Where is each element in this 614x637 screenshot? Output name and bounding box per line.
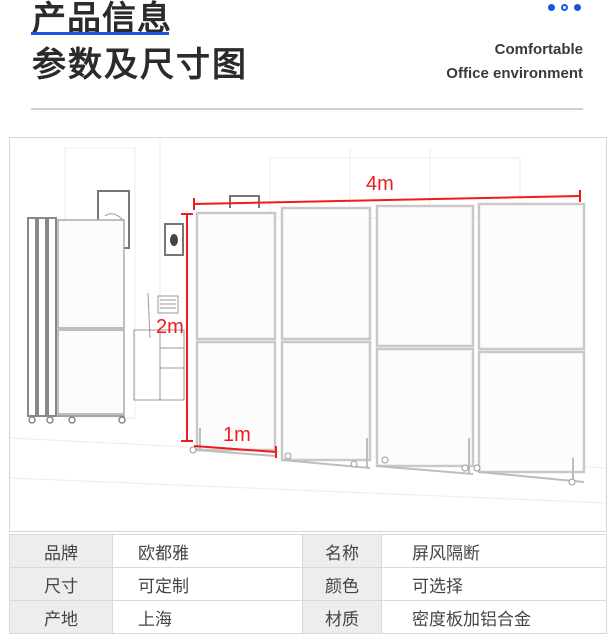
dot-icon [548,4,555,11]
spec-key-name: 名称 [302,534,382,568]
spec-key-color: 颜色 [302,567,382,601]
pager-dots [548,4,581,11]
header-divider [31,108,583,110]
section-title: 产品信息 [32,0,172,39]
tagline: Comfortable Office environment [446,38,583,86]
spec-value-color: 可选择 [381,567,607,601]
section-subtitle: 参数及尺寸图 [32,45,248,85]
tagline-line2: Office environment [446,65,583,82]
spec-key-brand: 品牌 [9,534,113,568]
title-underline [31,32,169,35]
spec-key-origin: 产地 [9,600,113,634]
height-dimension-label: 2m [156,316,184,338]
table-row: 品牌 欧都雅 名称 屏风隔断 [9,534,607,568]
width-dimension-label: 4m [366,173,394,195]
dot-icon [574,4,581,11]
panel-width-dimension-label: 1m [223,424,251,446]
tagline-line1: Comfortable [494,41,583,58]
spec-key-material: 材质 [302,600,382,634]
spec-table: 品牌 欧都雅 名称 屏风隔断 尺寸 可定制 颜色 可选择 产地 上海 材质 密度… [9,534,607,634]
spec-value-size: 可定制 [112,567,303,601]
partition-sketch-illustration [10,138,606,504]
spec-value-brand: 欧都雅 [112,534,303,568]
spec-value-name: 屏风隔断 [381,534,607,568]
dimension-diagram: 4m 2m 1m [9,137,607,532]
table-row: 产地 上海 材质 密度板加铝合金 [9,600,607,634]
spec-value-origin: 上海 [112,600,303,634]
dot-hollow-icon [561,4,568,11]
spec-value-material: 密度板加铝合金 [381,600,607,634]
spec-key-size: 尺寸 [9,567,113,601]
table-row: 尺寸 可定制 颜色 可选择 [9,567,607,601]
